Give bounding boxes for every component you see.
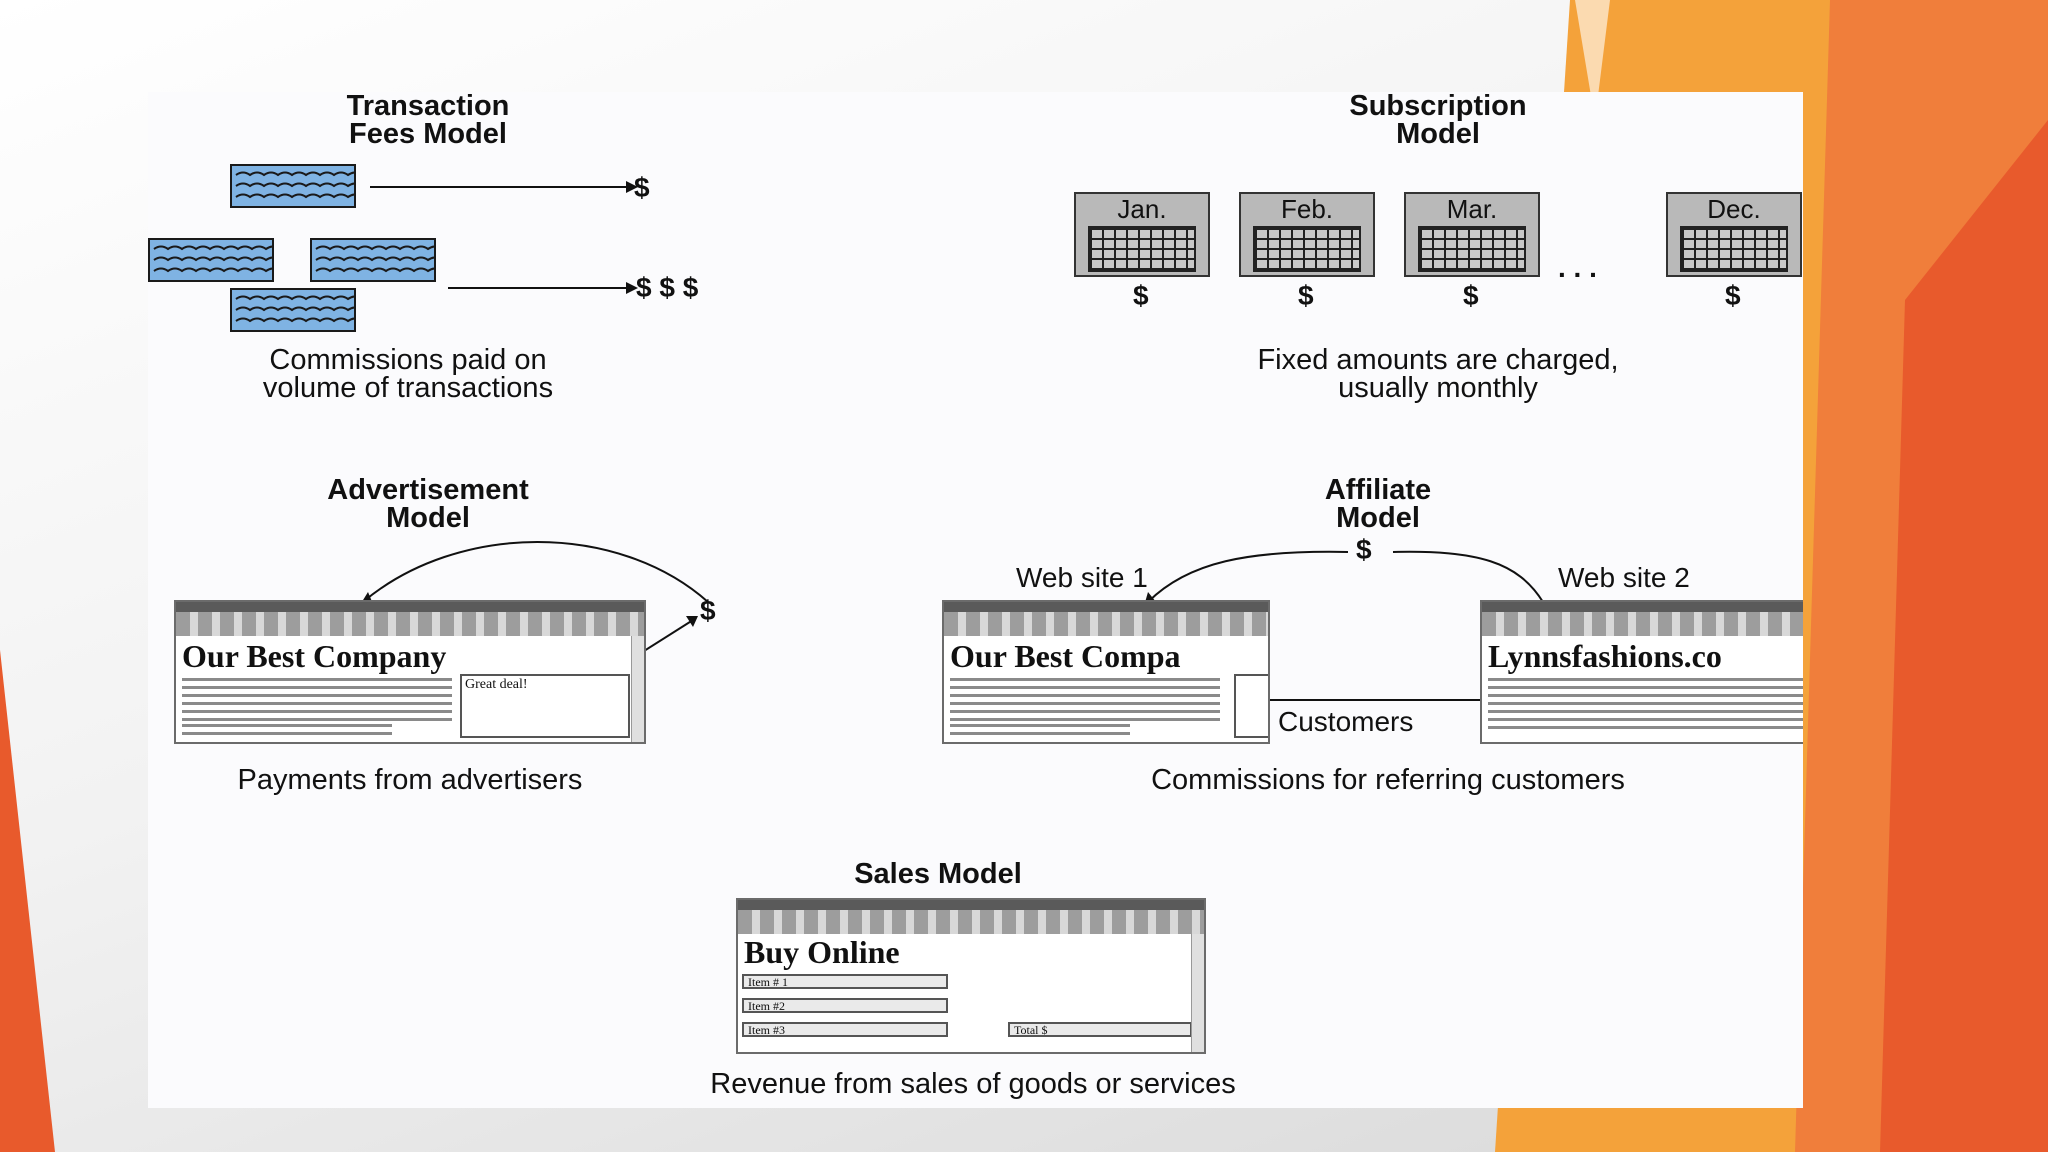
sales-model-title: Sales Model <box>854 858 1022 890</box>
subscription-amount: $ <box>1463 280 1479 311</box>
month-label: Mar. <box>1446 194 1498 224</box>
calendar-feb: Feb. <box>1239 192 1375 277</box>
page-heading: Lynnsfashions.co <box>1488 638 1722 674</box>
item-field: Item # 1 <box>742 974 948 989</box>
web-site-1-label: Web site 1 <box>1016 562 1148 593</box>
ad-payment-curve <box>362 541 709 603</box>
affiliate-commission-right <box>1392 550 1544 603</box>
month-label: Dec. <box>1707 194 1761 224</box>
web-site-1-window: Our Best Compa <box>942 600 1270 744</box>
month-label: Jan. <box>1117 194 1167 224</box>
months-ellipsis: . . . <box>1558 252 1597 283</box>
business-models-figure: Transaction Fees Model $ $ $ $ Commissio… <box>148 92 1803 1108</box>
right-accent-highlight <box>1575 0 1610 120</box>
advertiser-browser-window: Our Best Company Great deal! <box>174 600 646 744</box>
total-field: Total $ <box>1008 1022 1192 1037</box>
ad-popup <box>1234 674 1268 738</box>
multi-fee-amount: $ $ $ <box>636 272 699 303</box>
right-accent-red <box>1880 120 2048 1152</box>
affiliate-caption: Commissions for referring customers <box>1151 764 1625 796</box>
wave-lines <box>153 245 272 273</box>
page-heading: Our Best Company <box>182 638 447 674</box>
affiliate-model-title: Affiliate Model <box>1324 474 1432 534</box>
transaction-ticket <box>148 238 274 282</box>
item-field: Item #3 <box>742 1022 948 1037</box>
subscription-model-title: Subscription Model <box>1349 92 1527 150</box>
popup-text: Great deal! <box>465 677 528 692</box>
page-heading: Buy Online <box>744 934 900 970</box>
advertisement-model-title: Advertisement Model <box>327 474 529 534</box>
wave-lines <box>235 295 354 323</box>
web-site-2-window: Lynnsfashions.co <box>1480 600 1803 744</box>
transaction-ticket <box>230 164 356 208</box>
advertisement-amount: $ <box>700 595 716 626</box>
left-accent-triangle <box>0 650 55 1152</box>
transaction-model-title: Transaction Fees Model <box>346 92 510 150</box>
subscription-caption: Fixed amounts are charged, usually month… <box>1257 344 1619 404</box>
transaction-ticket <box>230 288 356 332</box>
subscription-amount: $ <box>1133 280 1149 311</box>
online-store-window: Buy Online Item # 1 Item #2 Item #3 Tota… <box>736 898 1206 1054</box>
transaction-ticket <box>310 238 436 282</box>
wave-lines <box>315 245 434 273</box>
subscription-amount: $ <box>1725 280 1741 311</box>
ad-click-arrowhead <box>686 616 698 627</box>
calendar-jan: Jan. <box>1074 192 1210 277</box>
month-label: Feb. <box>1280 194 1334 224</box>
single-fee-arrowhead <box>626 181 638 193</box>
transaction-caption: Commissions paid on volume of transactio… <box>262 344 554 404</box>
customers-label: Customers <box>1278 706 1414 737</box>
calendar-mar: Mar. <box>1404 192 1540 277</box>
advertisement-caption: Payments from advertisers <box>237 764 583 796</box>
page-heading: Our Best Compa <box>950 638 1181 674</box>
ad-popup: Great deal! <box>460 674 630 738</box>
affiliate-amount: $ <box>1356 534 1372 565</box>
sales-caption: Revenue from sales of goods or services <box>710 1068 1236 1100</box>
affiliate-commission-left <box>1147 550 1349 603</box>
web-site-2-label: Web site 2 <box>1558 562 1690 593</box>
multi-fee-arrowhead <box>626 282 638 294</box>
calendar-dec: Dec. <box>1666 192 1802 277</box>
item-field: Item #2 <box>742 998 948 1013</box>
wave-lines <box>235 171 354 199</box>
single-fee-amount: $ <box>634 172 650 203</box>
subscription-amount: $ <box>1298 280 1314 311</box>
